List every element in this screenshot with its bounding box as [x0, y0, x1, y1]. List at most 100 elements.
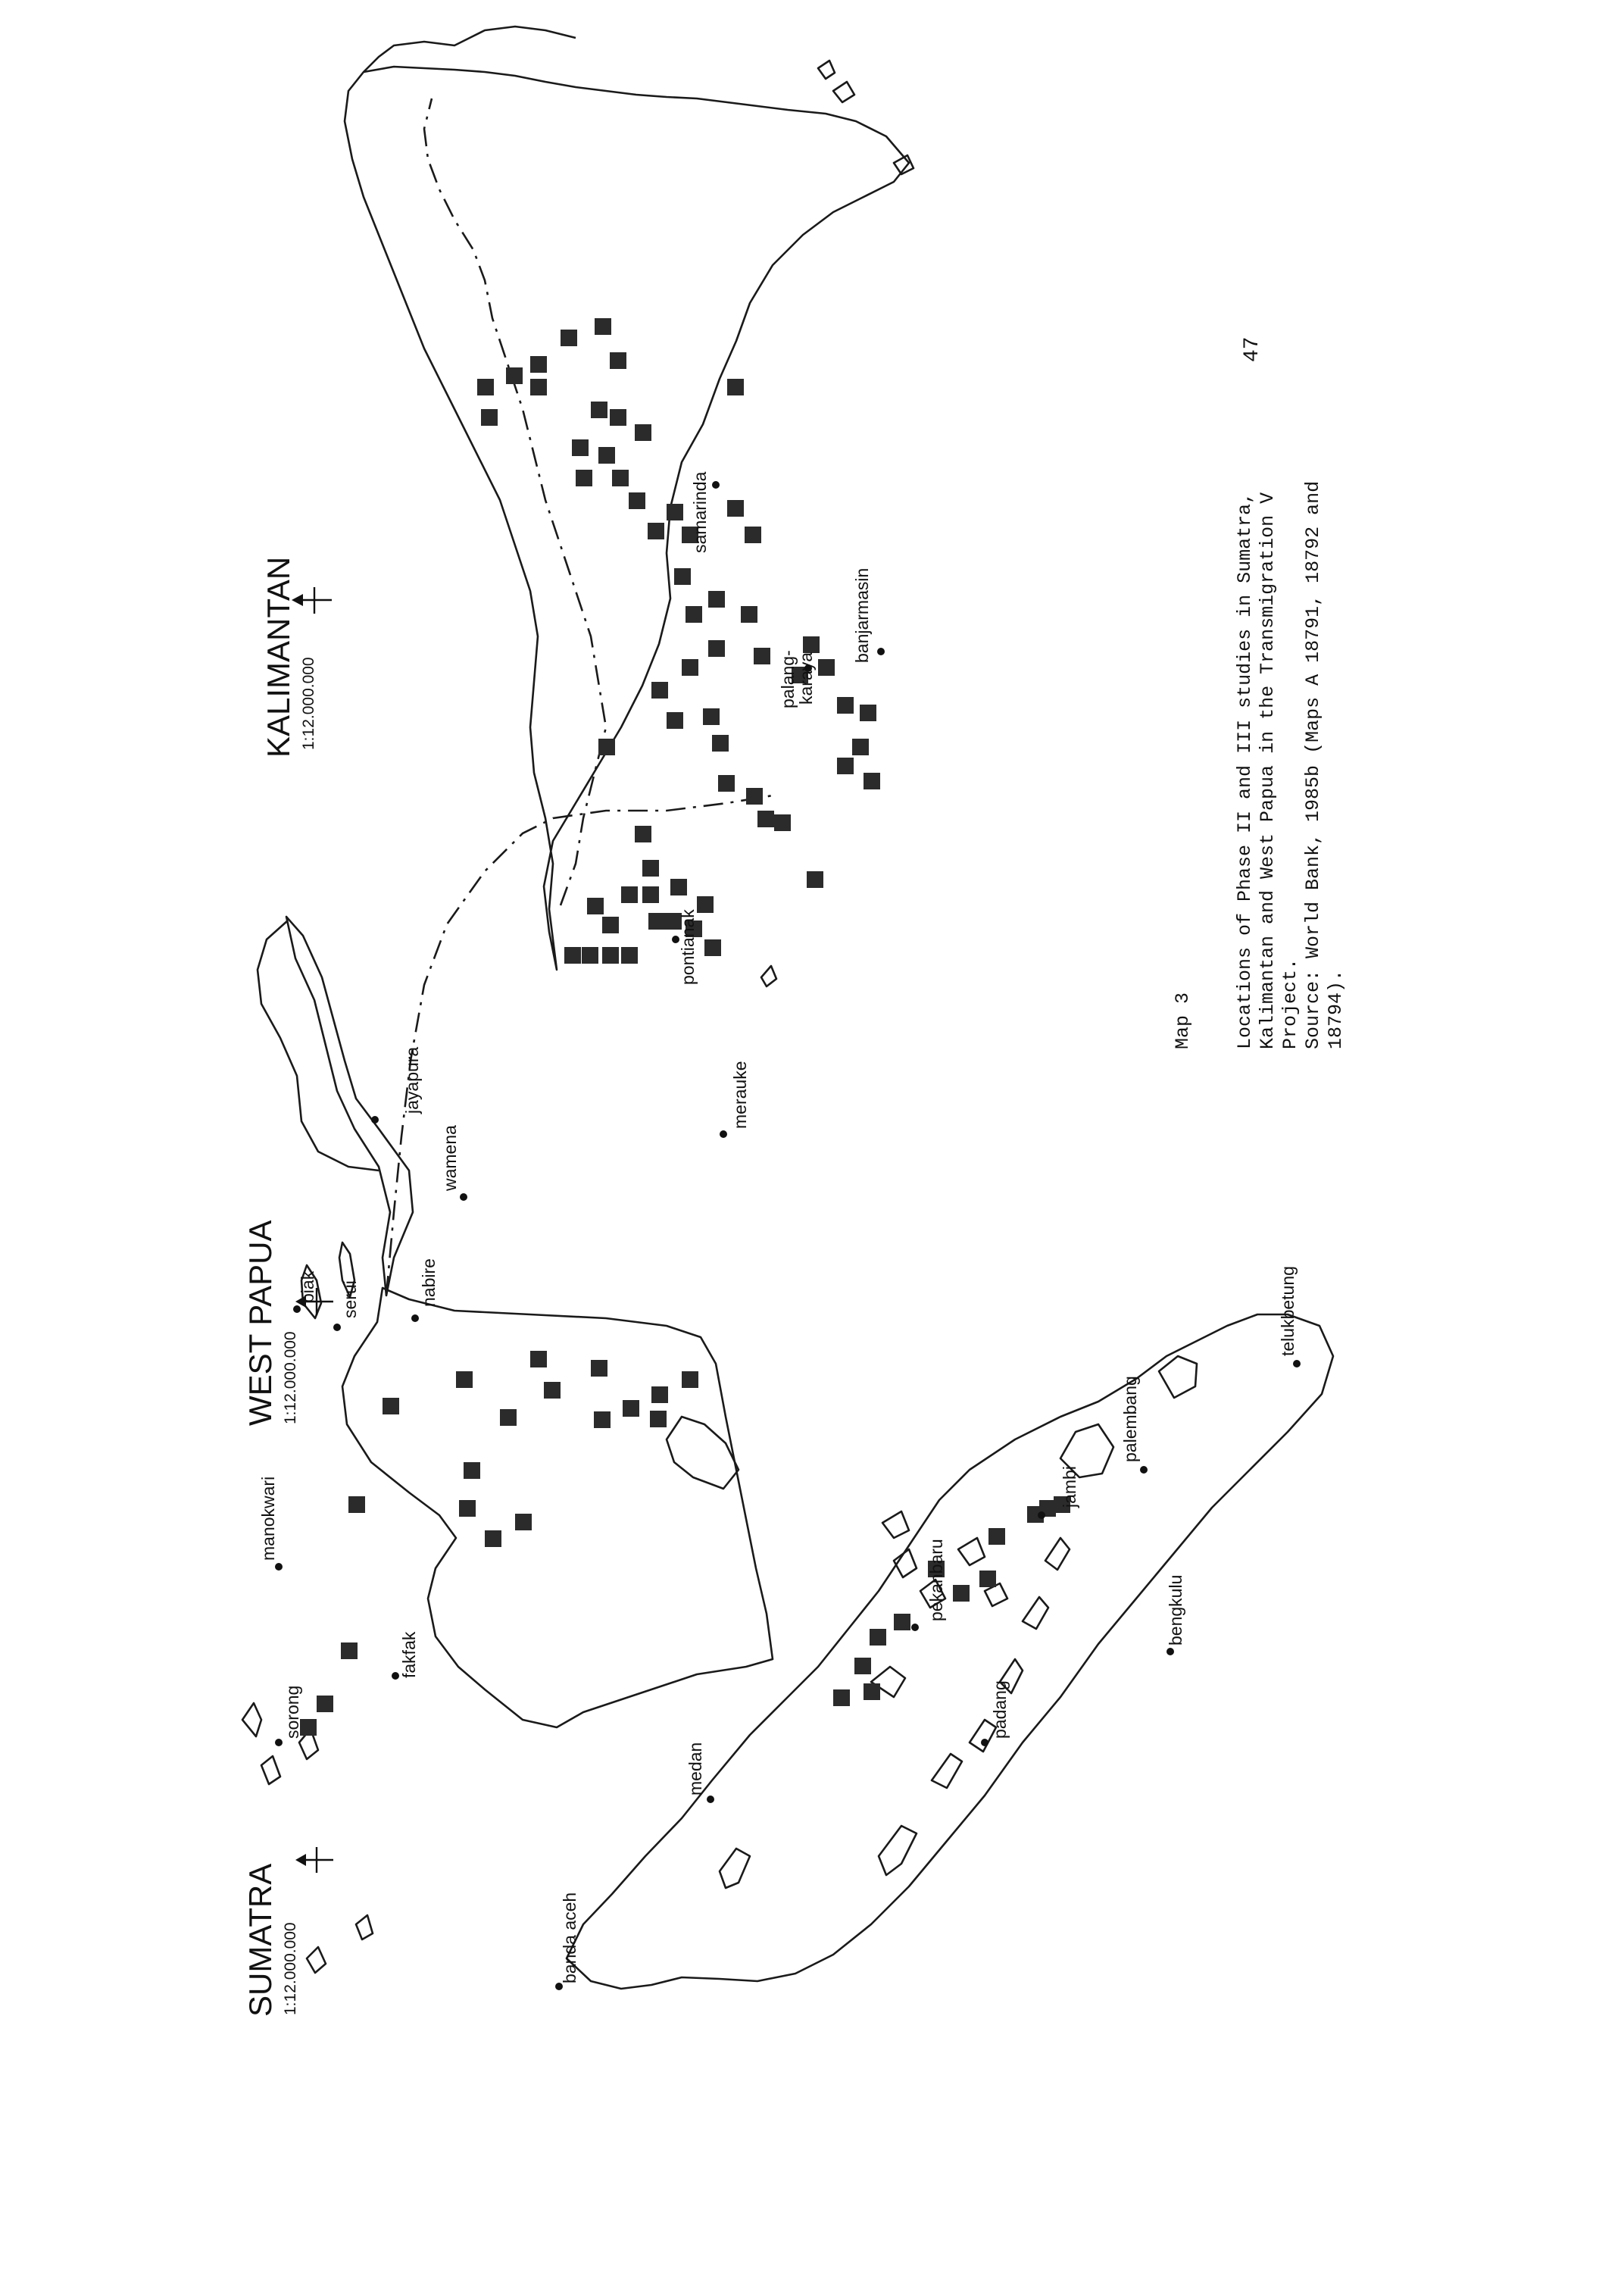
place-label-pekanbaru: pekanbaru [926, 1539, 946, 1621]
kalimantan-islands [760, 59, 915, 988]
study-site [383, 1398, 399, 1414]
study-site [530, 1351, 547, 1367]
study-site [704, 939, 721, 956]
sumatra-coastline [565, 1313, 1335, 1990]
map-title-sumatra-visible: SUMATRA [242, 1864, 278, 2017]
study-site [629, 492, 645, 509]
sumatra-labels: banda aceh medan pekanbaru padang jambi … [560, 1266, 1298, 1983]
study-site [682, 1371, 698, 1388]
study-site [341, 1642, 358, 1659]
study-site [650, 1411, 667, 1427]
study-site [610, 352, 626, 369]
study-site [348, 1496, 365, 1513]
study-site [718, 775, 735, 792]
town-dot-palangkaraya [804, 664, 812, 672]
study-site [602, 917, 619, 933]
town-dot-fakfak [392, 1672, 399, 1680]
study-site [864, 1683, 880, 1700]
study-site [572, 439, 589, 456]
study-site [635, 826, 651, 842]
study-site [697, 896, 714, 913]
town-dot-merauke [720, 1130, 727, 1138]
study-site [602, 947, 619, 964]
north-arrow-kalimantan [292, 587, 332, 614]
study-site [1054, 1496, 1070, 1513]
sumatra-sites [833, 1496, 1070, 1706]
town-dot-jambi [1038, 1511, 1045, 1519]
study-site [317, 1696, 333, 1712]
study-site [712, 735, 729, 752]
west-papua-sites [300, 1351, 698, 1736]
north-arrow-sumatra [295, 1847, 333, 1873]
study-site [665, 913, 682, 930]
west-papua-map: sorong fakfak manokwari biak serui nabir… [241, 794, 774, 1974]
town-dot-telukbetung [1293, 1360, 1301, 1367]
study-site [837, 758, 854, 774]
study-site [530, 356, 547, 373]
study-site [610, 409, 626, 426]
sorong-peninsula-coastline [256, 920, 379, 1172]
study-site [544, 1382, 561, 1399]
town-dot-sorong [275, 1739, 283, 1746]
study-site [833, 1689, 850, 1706]
study-site [807, 871, 823, 888]
place-label-fakfak: fakfak [399, 1631, 419, 1678]
west-papua-towns [275, 1116, 727, 1746]
page-number: 47 [1241, 336, 1264, 362]
study-site [818, 659, 835, 676]
town-dot-biak [293, 1305, 301, 1313]
study-site [464, 1462, 480, 1479]
study-site [642, 886, 659, 903]
frederik-hendrik-island [665, 1415, 740, 1490]
study-site [595, 318, 611, 335]
study-site [651, 682, 668, 699]
place-label-serui: serui [340, 1280, 360, 1318]
study-site [757, 811, 774, 827]
study-site [774, 814, 791, 831]
kalimantan-labels: pontianak palang- karaya banjarmasin sam… [678, 471, 872, 985]
caption-line-5: 18794). [1325, 970, 1347, 1049]
study-site [746, 788, 763, 805]
sumatra-map: banda aceh medan pekanbaru padang jambi … [242, 1266, 1335, 2017]
raja-ampat-islands [241, 1702, 374, 1974]
caption-label: Map 3 [1172, 992, 1194, 1049]
png-border [385, 794, 773, 1296]
study-site [576, 470, 592, 486]
town-dot-banjarmasin [877, 648, 885, 655]
kalimantan-coastline [343, 65, 910, 971]
study-site [642, 860, 659, 877]
nias-island [877, 1824, 918, 1877]
place-label-jambi: jambi [1060, 1466, 1079, 1508]
study-site [670, 879, 687, 895]
town-dot-nabire [411, 1314, 419, 1322]
study-site [515, 1514, 532, 1530]
study-site [635, 424, 651, 441]
place-label-banda-aceh: banda aceh [560, 1892, 579, 1983]
study-site [667, 712, 683, 729]
study-site [682, 527, 698, 543]
place-label-telukbetung: telukbetung [1278, 1266, 1298, 1356]
town-dot-wamena [460, 1193, 467, 1201]
study-site [686, 606, 702, 623]
study-site [621, 947, 638, 964]
town-dot-serui [333, 1324, 341, 1331]
town-dot-medan [707, 1796, 714, 1803]
study-site [621, 886, 638, 903]
study-site [648, 913, 665, 930]
place-label-palang: palang- [778, 650, 798, 708]
study-site [591, 402, 607, 418]
study-site [754, 648, 770, 664]
bangka-island [1059, 1423, 1115, 1479]
study-site [598, 739, 615, 755]
caption-line-1: Locations of Phase II and III studies in… [1234, 492, 1256, 1049]
biak-island [300, 1264, 323, 1320]
study-site [530, 379, 547, 395]
place-label-jayapura: jayapura [402, 1047, 422, 1114]
caption-line-4: Source: World Bank, 1985b (Maps A 18791,… [1302, 481, 1324, 1049]
north-arrow-west-papua [295, 1288, 333, 1315]
town-dot-pontianak [672, 936, 679, 943]
kalimantan-sites [477, 318, 880, 964]
study-site [623, 1400, 639, 1417]
study-site [745, 527, 761, 543]
